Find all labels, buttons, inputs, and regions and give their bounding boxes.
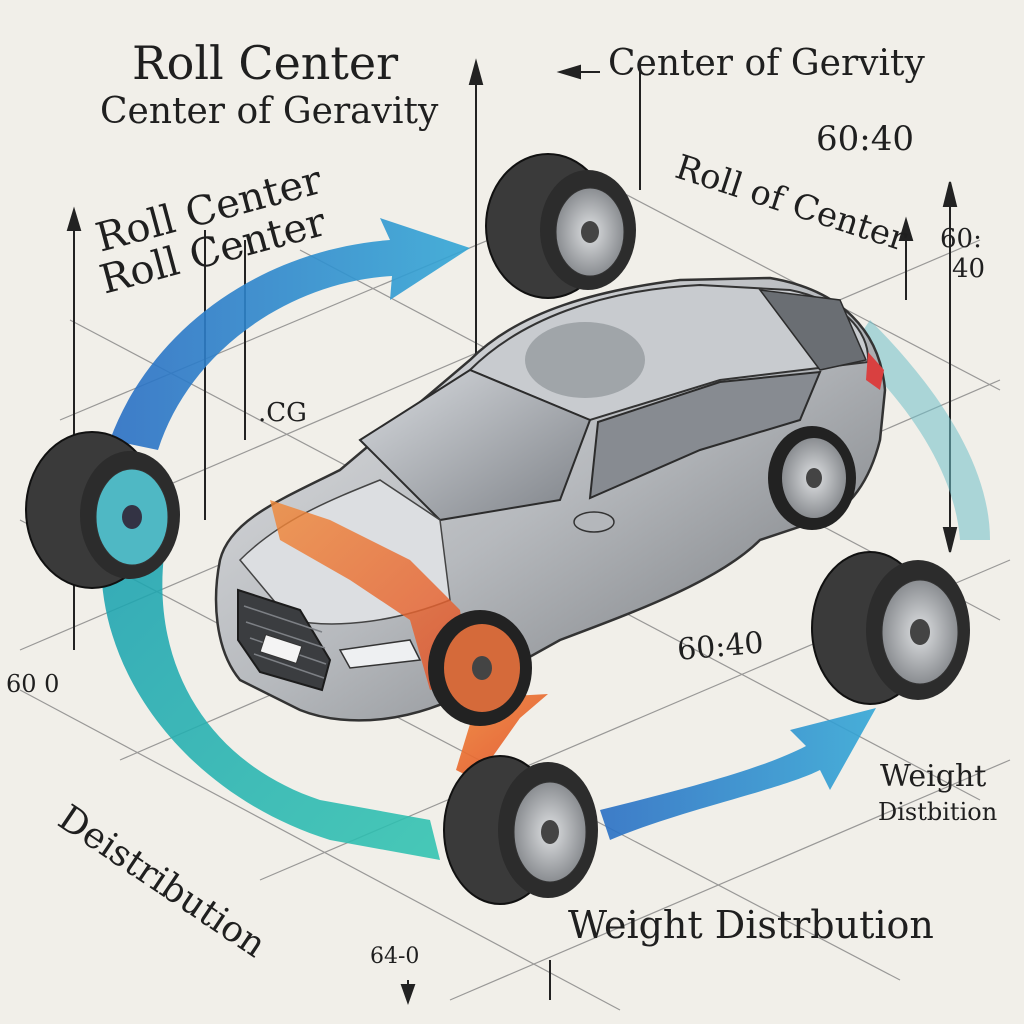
dimension-lines [66,58,958,1006]
headlight [338,639,422,669]
orange-band [270,500,470,690]
label-weight-distribution-bottom: Weight Distrbution [568,903,934,947]
side-mirror [573,511,615,533]
transfer-arrow-teal-right [850,320,990,540]
wheel-bottom [443,755,598,905]
label-ratio-bottom: 64-0 [370,944,420,969]
rear-window [758,289,868,371]
label-ratio-mid: 60:40 [675,625,765,668]
label-ratio-left: 60 0 [6,670,60,698]
roll-arrow-blue [110,218,470,450]
label-weight-right: Weight [880,759,987,794]
label-ratio-top-right: 60:40 [816,119,914,159]
weight-arrow-blue [600,708,876,840]
engine-sketch [525,322,645,398]
label-roll-center-top: Roll Center [132,36,399,90]
label-center-of-gravity-right: Center of Gervity [608,43,925,84]
wheel-left [25,431,180,589]
label-ratio-vertical-1: 60: [940,224,982,254]
car-illustration [214,276,887,726]
tail-light [866,352,884,390]
label-ratio-vertical-2: 40 [952,254,986,284]
wheel-top [485,153,636,299]
wheel-right [811,551,970,705]
label-cg: .CG [258,398,307,428]
windshield [358,368,592,522]
side-windows [588,370,822,500]
license-plate [259,633,303,665]
label-center-of-gravity-left: Center of Geravity [100,91,439,132]
label-distribution-right: Distbition [878,798,998,826]
car-rear-wheel [768,426,856,530]
car-front-wheel [428,610,532,726]
